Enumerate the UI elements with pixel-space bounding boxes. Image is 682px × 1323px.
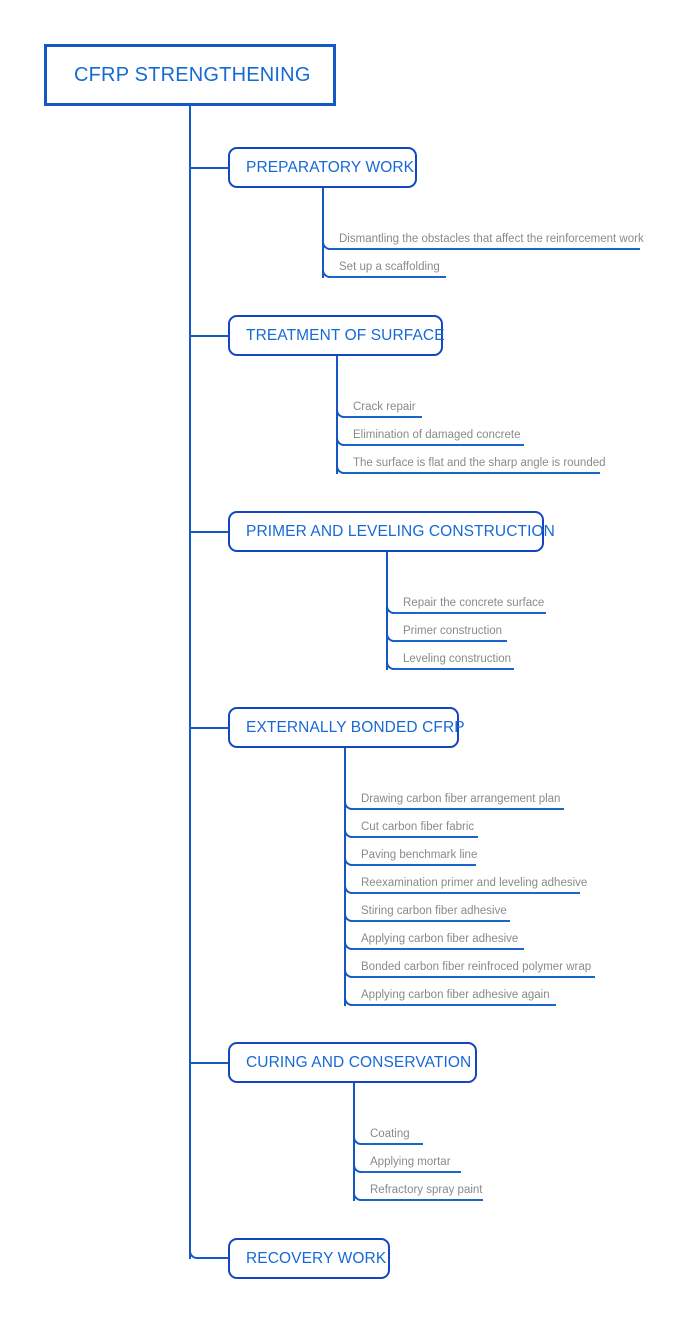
leaf-underline	[344, 444, 524, 446]
leaf-item[interactable]: Elimination of damaged concrete	[344, 422, 524, 446]
branch-node-label: PRIMER AND LEVELING CONSTRUCTION	[246, 522, 555, 540]
leaf-underline	[352, 948, 524, 950]
branch-node-label: PREPARATORY WORK	[246, 158, 415, 176]
leaf-label: Leveling construction	[403, 653, 512, 665]
leaf-underline	[352, 1004, 556, 1006]
leaf-underline	[352, 864, 476, 866]
leaf-label: Applying carbon fiber adhesive again	[361, 989, 550, 1001]
leaf-item[interactable]: Bonded carbon fiber reinfroced polymer w…	[352, 954, 595, 978]
leaf-label: Crack repair	[353, 401, 416, 413]
leaf-item[interactable]: Reexamination primer and leveling adhesi…	[352, 870, 587, 894]
leaf-underline	[361, 1143, 423, 1145]
root-node-label: CFRP STRENGTHENING	[74, 63, 311, 86]
branch-node-curing-and-conservation[interactable]: CURING AND CONSERVATION	[228, 1042, 477, 1083]
leaf-underline	[394, 612, 546, 614]
leaf-label: Elimination of damaged concrete	[353, 429, 521, 441]
leaf-label: Paving benchmark line	[361, 849, 478, 861]
leaf-item[interactable]: Cut carbon fiber fabric	[352, 814, 478, 838]
leaf-label: Cut carbon fiber fabric	[361, 821, 475, 833]
leaf-label: Applying mortar	[370, 1156, 451, 1168]
branch-node-label: CURING AND CONSERVATION	[246, 1053, 472, 1071]
branch-connector-elbow	[189, 106, 228, 1259]
leaf-label: Set up a scaffolding	[339, 261, 440, 273]
leaf-item[interactable]: Applying mortar	[361, 1149, 461, 1173]
leaf-label: The surface is flat and the sharp angle …	[353, 457, 606, 469]
leaf-item[interactable]: Dismantling the obstacles that affect th…	[330, 226, 644, 250]
leaf-underline	[344, 472, 600, 474]
leaf-underline	[394, 668, 514, 670]
leaf-label: Primer construction	[403, 625, 503, 637]
leaf-item[interactable]: Paving benchmark line	[352, 842, 478, 866]
branch-connector	[189, 726, 228, 729]
leaf-label: Stiring carbon fiber adhesive	[361, 905, 507, 917]
leaf-item[interactable]: The surface is flat and the sharp angle …	[344, 450, 606, 474]
leaf-underline	[361, 1199, 483, 1201]
leaf-label: Reexamination primer and leveling adhesi…	[361, 877, 588, 889]
branch-node-preparatory-work[interactable]: PREPARATORY WORK	[228, 147, 417, 188]
branch-node-label: EXTERNALLY BONDED CFRP	[246, 718, 465, 736]
branch-connector	[189, 1061, 228, 1064]
branch-node-label: TREATMENT OF SURFACE	[246, 326, 445, 344]
leaf-label: Coating	[370, 1128, 410, 1140]
leaf-item[interactable]: Primer construction	[394, 618, 507, 642]
leaf-label: Drawing carbon fiber arrangement plan	[361, 793, 561, 805]
branch-connector	[189, 530, 228, 533]
leaf-underline	[361, 1171, 461, 1173]
leaf-label: Bonded carbon fiber reinfroced polymer w…	[361, 961, 592, 973]
branch-connector	[189, 166, 228, 169]
branch-node-primer-and-leveling-construction[interactable]: PRIMER AND LEVELING CONSTRUCTION	[228, 511, 555, 552]
branch-connector	[189, 334, 228, 337]
leaf-underline	[352, 808, 564, 810]
leaf-underline	[352, 976, 595, 978]
leaf-underline	[344, 416, 422, 418]
leaf-underline	[330, 276, 446, 278]
leaf-item[interactable]: Coating	[361, 1121, 423, 1145]
branch-node-externally-bonded-cfrp[interactable]: EXTERNALLY BONDED CFRP	[228, 707, 465, 748]
leaf-item[interactable]: Stiring carbon fiber adhesive	[352, 898, 510, 922]
leaf-item[interactable]: Leveling construction	[394, 646, 514, 670]
leaf-label: Repair the concrete surface	[403, 597, 545, 609]
leaf-item[interactable]: Crack repair	[344, 394, 422, 418]
leaf-label: Refractory spray paint	[370, 1184, 483, 1196]
leaf-item[interactable]: Drawing carbon fiber arrangement plan	[352, 786, 564, 810]
leaf-label: Dismantling the obstacles that affect th…	[339, 233, 644, 245]
leaf-item[interactable]: Refractory spray paint	[361, 1177, 483, 1201]
leaf-item[interactable]: Applying carbon fiber adhesive	[352, 926, 524, 950]
leaf-underline	[352, 920, 510, 922]
leaf-item[interactable]: Set up a scaffolding	[330, 254, 446, 278]
leaf-underline	[394, 640, 507, 642]
root-node: CFRP STRENGTHENING	[44, 44, 336, 106]
leaf-underline	[352, 892, 580, 894]
leaf-label: Applying carbon fiber adhesive	[361, 933, 519, 945]
leaf-underline	[352, 836, 478, 838]
leaf-underline	[330, 248, 640, 250]
leaf-item[interactable]: Repair the concrete surface	[394, 590, 546, 614]
branch-node-recovery-work[interactable]: RECOVERY WORK	[228, 1238, 390, 1279]
leaf-item[interactable]: Applying carbon fiber adhesive again	[352, 982, 556, 1006]
branch-node-treatment-of-surface[interactable]: TREATMENT OF SURFACE	[228, 315, 445, 356]
branch-node-label: RECOVERY WORK	[246, 1249, 387, 1267]
